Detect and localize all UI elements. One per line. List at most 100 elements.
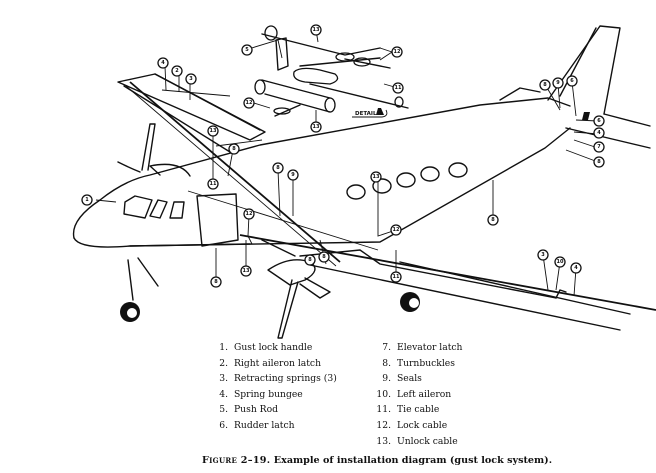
pulley (254, 79, 266, 95)
svg-text:8: 8 (308, 257, 312, 263)
svg-text:6: 6 (570, 78, 574, 84)
legend-item: 5.Push Rod (219, 404, 278, 416)
callout-8: 8 (304, 254, 316, 266)
pulley (394, 96, 404, 108)
svg-text:5: 5 (245, 47, 249, 53)
callout-13: 13 (240, 265, 252, 277)
legend-column-left: 1.Gust lock handle 2.Right aileron latch… (208, 340, 337, 434)
callouts: 1 4 2 3 13 8 11 12 8 9 8 13 8 8 13 12 11… (81, 24, 605, 288)
cable-run (299, 57, 381, 67)
svg-text:8: 8 (597, 159, 601, 165)
svg-text:9: 9 (291, 172, 295, 178)
callout-1: 1 (81, 194, 93, 206)
callout-4-right-wing: 4 (157, 57, 169, 69)
svg-text:11: 11 (395, 85, 402, 91)
svg-text:4: 4 (597, 130, 601, 136)
callout-13-detail: 13 (310, 121, 322, 133)
legend-item: 13.Unlock cable (376, 435, 458, 447)
bellcrank (293, 67, 339, 85)
svg-text:8: 8 (491, 217, 495, 223)
cable-run (264, 93, 331, 113)
svg-text:6: 6 (597, 118, 601, 124)
legend-item: 7.Elevator latch (382, 342, 463, 353)
callout-12: 12 (243, 208, 255, 220)
callout-13-detail: 13 (310, 24, 322, 36)
svg-text:11: 11 (210, 181, 217, 187)
callout-11: 11 (390, 271, 402, 283)
svg-text:13: 13 (373, 174, 380, 180)
figure-title: Example of installation diagram (gust lo… (273, 455, 553, 466)
svg-text:4: 4 (574, 265, 578, 271)
empennage (499, 25, 651, 149)
landing-gear (120, 257, 420, 322)
callout-8-tail: 8 (593, 156, 605, 168)
cable-run (309, 83, 409, 109)
leader-lines (95, 29, 599, 297)
callout-8: 8 (210, 276, 222, 288)
figure-caption: Figure 2–19. Example of installation dia… (202, 455, 552, 466)
callout-9-tail: 9 (552, 77, 564, 89)
legend-item: 11.Tie cable (376, 404, 440, 416)
callout-12-detail: 12 (243, 97, 255, 109)
svg-text:3: 3 (189, 76, 193, 82)
callout-5-detail: 5 (241, 44, 253, 56)
svg-text:8: 8 (232, 146, 236, 152)
callout-12: 12 (390, 224, 402, 236)
svg-text:13: 13 (313, 124, 320, 130)
fuselage (72, 97, 571, 251)
engines (117, 123, 331, 339)
pulley (324, 97, 336, 113)
callout-11: 11 (207, 178, 219, 190)
detail-a-label: DETAIL A (355, 111, 383, 117)
svg-text:12: 12 (246, 100, 253, 106)
latch-bracket (275, 37, 289, 71)
svg-text:3: 3 (541, 252, 545, 258)
callout-8-tail: 8 (539, 79, 551, 91)
left-wing (239, 234, 656, 331)
legend-item: 1.Gust lock handle (219, 342, 313, 353)
legend-item: 3.Retracting springs (3) (219, 373, 337, 385)
svg-text:9: 9 (556, 80, 560, 86)
legend-item: 9.Seals (382, 373, 422, 385)
legend-item: 12.Lock cable (376, 419, 448, 431)
svg-text:13: 13 (210, 128, 217, 134)
callout-8: 8 (272, 162, 284, 174)
legend-item: 6.Rudder latch (219, 419, 295, 431)
callout-3-left-wing: 3 (537, 249, 549, 261)
callout-6: 6 (593, 115, 605, 127)
callout-4-tail: 4 (593, 127, 605, 139)
cable-run (261, 79, 331, 99)
legend-item: 2.Right aileron latch (219, 357, 321, 369)
legend-item: 8.Turnbuckles (382, 357, 455, 369)
right-wing (117, 73, 341, 267)
callout-9: 9 (287, 169, 299, 181)
legend-column-right: 7.Elevator latch 8.Turnbuckles 9.Seals 1… (371, 340, 462, 449)
callout-11-detail: 11 (392, 82, 404, 94)
callout-3-right-wing: 3 (185, 73, 197, 85)
cable-run (274, 104, 301, 117)
legend-item: 4.Spring bungee (219, 388, 303, 400)
callout-8: 8 (487, 214, 499, 226)
callout-13: 13 (370, 171, 382, 183)
svg-text:8: 8 (322, 254, 326, 260)
svg-text:12: 12 (393, 227, 400, 233)
gust-lock-installation-diagram: DETAIL A (72, 24, 656, 339)
svg-text:8: 8 (543, 82, 547, 88)
detail-a-tag: DETAIL A (352, 108, 388, 118)
svg-text:8: 8 (276, 165, 280, 171)
callout-13: 13 (207, 125, 219, 137)
pulley (273, 107, 291, 115)
legend-item: 10.Left aileron (376, 388, 452, 400)
svg-text:11: 11 (393, 274, 400, 280)
svg-text:10: 10 (557, 259, 564, 265)
callout-2: 2 (171, 65, 183, 77)
callout-4-left-wing: 4 (570, 262, 582, 274)
svg-text:13: 13 (313, 27, 320, 33)
svg-text:2: 2 (175, 68, 179, 74)
callout-12-detail: 12 (391, 46, 403, 58)
cable-run (261, 33, 381, 56)
callout-8: 8 (318, 251, 330, 263)
svg-text:1: 1 (85, 197, 89, 203)
svg-text:7: 7 (597, 144, 601, 150)
svg-text:13: 13 (243, 268, 250, 274)
